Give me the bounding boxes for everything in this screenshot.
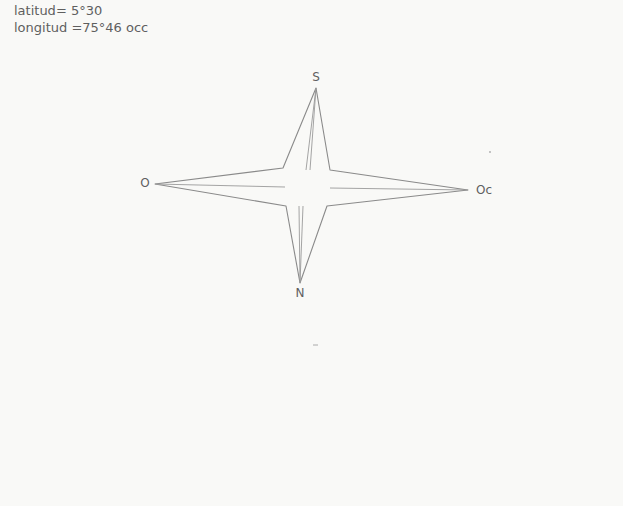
longitude-note: longitud =75°46 occ bbox=[14, 21, 148, 35]
pencil-mark bbox=[313, 345, 318, 346]
latitude-note: latitud= 5°30 bbox=[14, 4, 102, 18]
star-veins bbox=[155, 88, 468, 283]
compass-letter: O bbox=[140, 177, 149, 190]
compass-letter: N bbox=[296, 287, 305, 300]
compass-letter: Oc bbox=[476, 184, 492, 197]
compass-letter: S bbox=[312, 71, 320, 84]
star-outline bbox=[155, 88, 468, 283]
pencil-dot bbox=[489, 151, 491, 153]
